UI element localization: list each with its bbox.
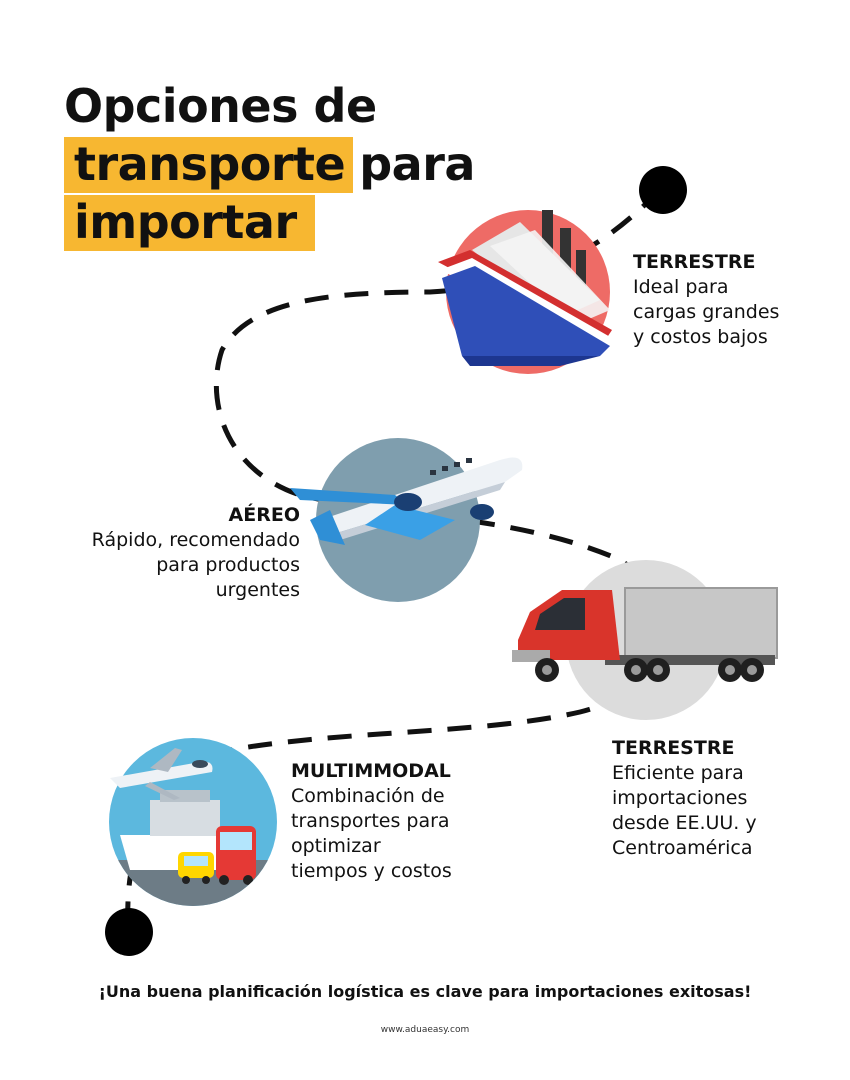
title-text-para: para <box>359 137 475 191</box>
item-multimodal: MULTIMMODAL Combinación de transportes p… <box>291 759 452 884</box>
airplane-icon <box>290 438 523 602</box>
title-highlight-importar: importar <box>64 195 315 251</box>
item-line: Centroamérica <box>612 837 753 859</box>
title-text-1: Opciones de <box>64 79 377 133</box>
website-url: www.aduaeasy.com <box>380 1025 470 1035</box>
item-heading: MULTIMMODAL <box>291 760 451 782</box>
item-line: Rápido, recomendado <box>91 529 300 551</box>
dashed-route-path <box>125 188 669 926</box>
item-ship: TERRESTRE Ideal para cargas grandes y co… <box>633 250 779 350</box>
item-line: y costos bajos <box>633 326 768 348</box>
item-line: tiempos y costos <box>291 860 452 882</box>
ship-icon <box>438 210 612 374</box>
item-truck: TERRESTRE Eficiente para importaciones d… <box>612 736 757 861</box>
route-end-dot <box>105 908 153 956</box>
footer-tagline: ¡Una buena planificación logística es cl… <box>98 982 752 1001</box>
item-line: urgentes <box>215 579 300 601</box>
item-line: Ideal para <box>633 276 729 298</box>
title-line-3: importar <box>64 194 315 251</box>
item-line: Eficiente para <box>612 762 744 784</box>
multimodal-icon <box>109 738 277 906</box>
item-heading: AÉREO <box>228 504 300 526</box>
item-line: para productos <box>156 554 300 576</box>
title-line-1: Opciones de <box>64 78 377 134</box>
item-line: cargas grandes <box>633 301 780 323</box>
item-air: AÉREO Rápido, recomendado para productos… <box>92 503 300 603</box>
item-line: transportes para <box>291 810 450 832</box>
item-heading: TERRESTRE <box>633 251 756 273</box>
title-highlight-transporte: transporte <box>64 137 354 193</box>
truck-icon <box>512 560 778 720</box>
item-line: optimizar <box>291 835 381 857</box>
item-heading: TERRESTRE <box>612 737 735 759</box>
route-start-dot <box>639 166 687 214</box>
item-line: Combinación de <box>291 785 445 807</box>
item-line: importaciones <box>612 787 748 809</box>
item-line: desde EE.UU. y <box>612 812 757 834</box>
